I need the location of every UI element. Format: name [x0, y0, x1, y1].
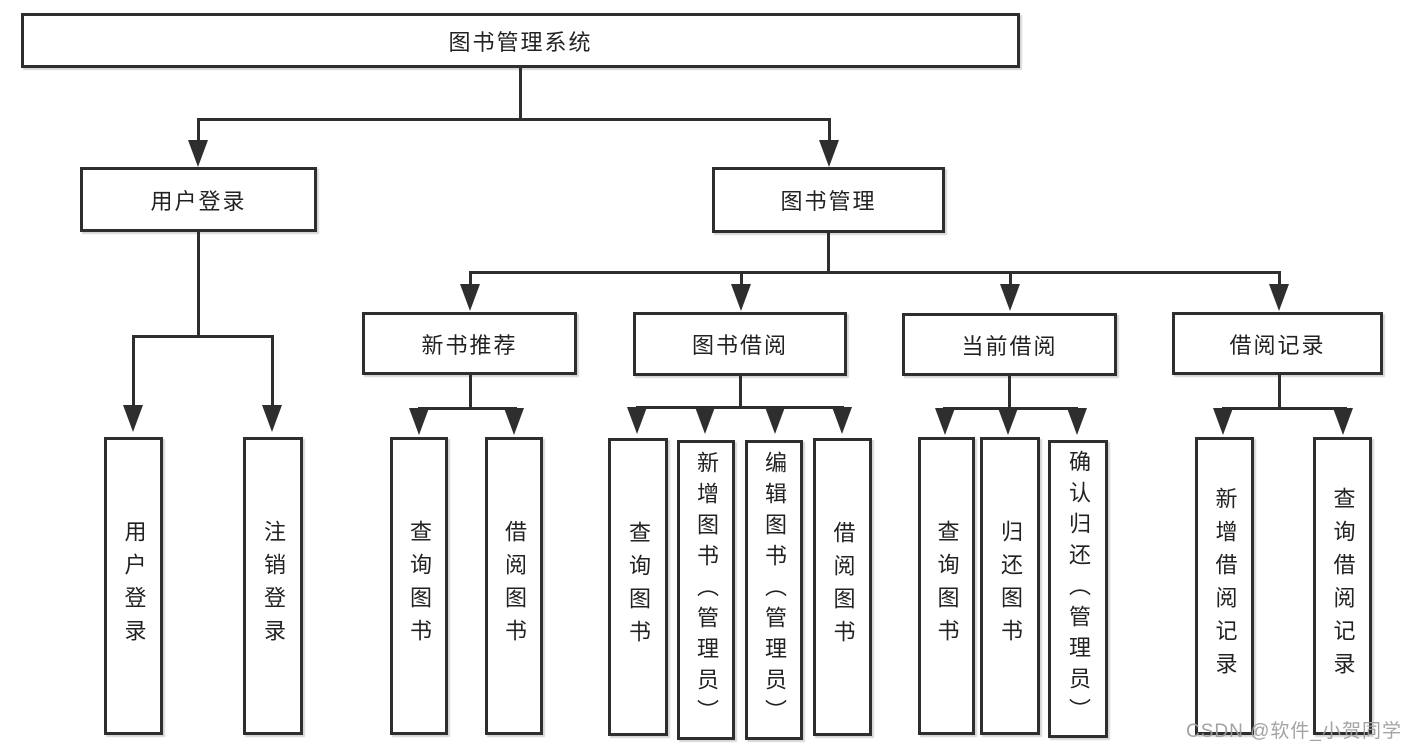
node-label: 注销登录: [261, 520, 286, 652]
node-label: 确认归还（管理员）: [1066, 449, 1091, 729]
arrow-down-icon: [1213, 408, 1233, 435]
arrow-down-icon: [188, 140, 208, 167]
node-borrow-record: 借阅记录: [1172, 312, 1383, 375]
node-label: 查询图书: [407, 520, 432, 652]
arrow-down-icon: [832, 407, 852, 434]
node-label: 图书管理: [780, 189, 877, 214]
leaf-user-login: 用户登录: [104, 437, 163, 735]
connector-line: [739, 376, 742, 406]
connector-line: [828, 118, 831, 142]
node-label: 查询借阅记录: [1330, 487, 1356, 685]
arrow-down-icon: [695, 407, 715, 434]
leaf-current-query-books: 查询图书: [918, 437, 975, 735]
leaf-logout-login: 注销登录: [243, 437, 303, 735]
arrow-down-icon: [935, 408, 955, 435]
node-user-login: 用户登录: [80, 167, 317, 232]
node-label: 归还图书: [998, 520, 1023, 652]
leaf-add-borrow-record: 新增借阅记录: [1195, 437, 1254, 735]
arrow-down-icon: [1067, 408, 1087, 435]
connector-line: [1278, 375, 1281, 407]
arrow-down-icon: [460, 284, 480, 311]
node-label: 借阅图书: [830, 521, 856, 653]
node-label: 当前借阅: [961, 333, 1058, 359]
arrow-down-icon: [123, 405, 143, 432]
leaf-return-books: 归还图书: [980, 437, 1040, 735]
node-label: 用户登录: [121, 520, 147, 652]
csdn-watermark: CSDN @软件_小贺同学: [1186, 721, 1402, 742]
node-new-book-recommend: 新书推荐: [362, 312, 577, 375]
node-label: 用户登录: [150, 188, 247, 214]
connector-line: [469, 271, 1281, 274]
connector-line: [1009, 271, 1012, 286]
leaf-recommend-query-books: 查询图书: [390, 437, 448, 735]
node-label: 编辑图书（管理员）: [762, 450, 787, 730]
connector-line: [197, 118, 200, 142]
connector-line: [197, 118, 831, 121]
leaf-confirm-return-admin: 确认归还（管理员）: [1048, 440, 1108, 738]
arrow-down-icon: [819, 140, 839, 167]
connector-line: [740, 271, 743, 286]
leaf-borrow-query-books: 查询图书: [608, 438, 668, 736]
connector-line: [827, 233, 830, 271]
node-label: 新增图书（管理员）: [694, 450, 719, 730]
arrow-down-icon: [409, 408, 429, 435]
arrow-down-icon: [1000, 284, 1020, 311]
leaf-recommend-borrow-books: 借阅图书: [485, 437, 543, 735]
connector-line: [197, 232, 200, 335]
arrow-down-icon: [765, 407, 785, 434]
leaf-borrow-borrow-books: 借阅图书: [813, 438, 872, 736]
arrow-down-icon: [627, 407, 647, 434]
node-label: 查询图书: [626, 521, 651, 653]
node-label: 新书推荐: [421, 332, 518, 358]
node-book-management: 图书管理: [712, 167, 945, 233]
connector-line: [469, 271, 472, 286]
node-book-borrow: 图书借阅: [633, 312, 847, 376]
leaf-add-books-admin: 新增图书（管理员）: [677, 440, 735, 740]
connector-line: [1222, 407, 1347, 410]
arrow-down-icon: [1269, 284, 1289, 311]
node-label: 借阅记录: [1229, 332, 1326, 358]
arrow-down-icon: [998, 408, 1018, 435]
connector-line: [1278, 271, 1281, 286]
leaf-query-borrow-record: 查询借阅记录: [1313, 437, 1372, 735]
connector-line: [636, 406, 844, 409]
connector-line: [1008, 376, 1011, 407]
connector-line: [418, 407, 517, 410]
arrow-down-icon: [731, 284, 751, 311]
arrow-down-icon: [262, 405, 282, 432]
connector-line: [469, 375, 472, 407]
node-library-management-system: 图书管理系统: [21, 13, 1020, 68]
arrow-down-icon: [504, 408, 524, 435]
node-label: 图书管理系统: [448, 29, 593, 55]
leaf-edit-books-admin: 编辑图书（管理员）: [745, 440, 803, 740]
connector-line: [519, 68, 522, 118]
node-current-borrow: 当前借阅: [902, 313, 1117, 376]
connector-line: [132, 335, 135, 407]
arrow-down-icon: [1333, 408, 1353, 435]
connector-line: [271, 335, 274, 407]
node-label: 借阅图书: [502, 520, 527, 652]
connector-line: [132, 335, 274, 338]
node-label: 新增借阅记录: [1212, 487, 1238, 685]
node-label: 查询图书: [934, 520, 960, 652]
node-label: 图书借阅: [691, 333, 788, 358]
